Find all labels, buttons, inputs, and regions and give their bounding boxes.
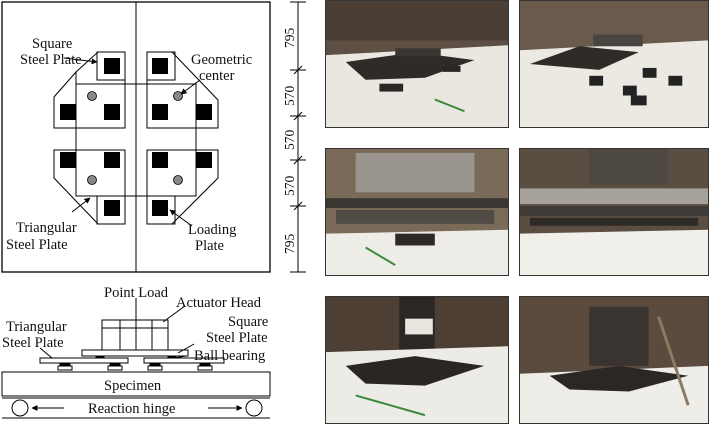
label-triangular-steel-plate-1: Triangular	[16, 220, 77, 236]
label-ball-bearing: Ball bearing	[194, 348, 265, 364]
geometric-center-dot	[87, 91, 97, 101]
dimension-label-2: 570	[282, 86, 297, 107]
label-geometric-center-1: Geometric	[191, 52, 252, 68]
reaction-hinge-left	[11, 399, 29, 417]
label-square-steel-plate-2: Steel Plate	[20, 52, 82, 68]
label-square-steel-plate-elev-2: Steel Plate	[206, 330, 268, 346]
photo-middle-right	[519, 148, 709, 276]
loading-plate	[196, 104, 212, 120]
photo-middle-left	[325, 148, 509, 276]
dimension-label-1: 795	[282, 28, 297, 49]
test-setup-diagram: Square Steel Plate Geometric center Tria…	[1, 1, 306, 419]
loading-plate	[104, 200, 120, 216]
specimen	[1, 371, 271, 397]
label-actuator-head: Actuator Head	[176, 295, 262, 311]
label-geometric-center-2: center	[199, 68, 235, 84]
loading-plate	[60, 152, 76, 168]
loading-frame	[75, 83, 197, 197]
triangular-steel-plate-elev-left	[39, 357, 129, 364]
actuator-head	[101, 319, 169, 351]
label-triangular-steel-plate-elev-2: Steel Plate	[2, 335, 64, 351]
leader-square-steel-plate	[63, 57, 98, 65]
photo-bottom-right	[519, 296, 709, 424]
photo-top-right	[519, 0, 709, 128]
geometric-centers	[87, 91, 183, 185]
triangular-steel-plate-elev-right	[143, 357, 225, 364]
label-triangular-steel-plate-2: Steel Plate	[6, 237, 68, 253]
loading-plate	[60, 104, 76, 120]
loading-plate	[104, 58, 120, 74]
square-steel-plate-left-bottom	[96, 195, 126, 225]
loading-plate	[152, 200, 168, 216]
loading-plate	[152, 58, 168, 74]
plan-view: Square Steel Plate Geometric center Tria…	[1, 1, 271, 273]
loading-plate	[104, 104, 120, 120]
label-triangular-steel-plate-elev-1: Triangular	[6, 319, 67, 335]
leader-loading-plate	[169, 209, 193, 227]
loading-plates	[60, 58, 212, 216]
dimension-label-3: 570	[282, 130, 297, 151]
label-square-steel-plate-1: Square	[32, 36, 72, 52]
photo-bottom-left	[325, 296, 509, 424]
square-steel-plate-right-top	[146, 51, 176, 81]
leader-geometric-center	[180, 79, 201, 95]
geometric-center-dot	[173, 175, 183, 185]
loading-plate	[152, 104, 168, 120]
label-reaction-hinge: Reaction hinge	[88, 401, 175, 417]
label-point-load: Point Load	[104, 285, 169, 301]
label-loading-plate-1: Loading	[188, 222, 236, 238]
dimension-label-5: 795	[282, 234, 297, 255]
loading-plate	[104, 152, 120, 168]
loading-plate	[152, 152, 168, 168]
elevation-view	[1, 298, 271, 419]
square-steel-plate-elev	[81, 349, 189, 357]
triangular-steel-plate-left-top-outer	[53, 71, 77, 129]
square-steel-plate-left-top	[96, 51, 126, 81]
loading-plate	[196, 152, 212, 168]
label-square-steel-plate-elev-1: Square	[228, 314, 268, 330]
label-loading-plate-2: Plate	[195, 238, 224, 254]
reaction-hinge-right	[245, 399, 263, 417]
leader-triangular-steel-plate	[71, 197, 91, 213]
geometric-center-dot	[173, 91, 183, 101]
photo-top-left	[325, 0, 509, 128]
label-specimen: Specimen	[104, 378, 162, 394]
geometric-center-dot	[87, 175, 97, 185]
dimension-chain	[290, 1, 306, 273]
dimension-label-4: 570	[282, 176, 297, 197]
